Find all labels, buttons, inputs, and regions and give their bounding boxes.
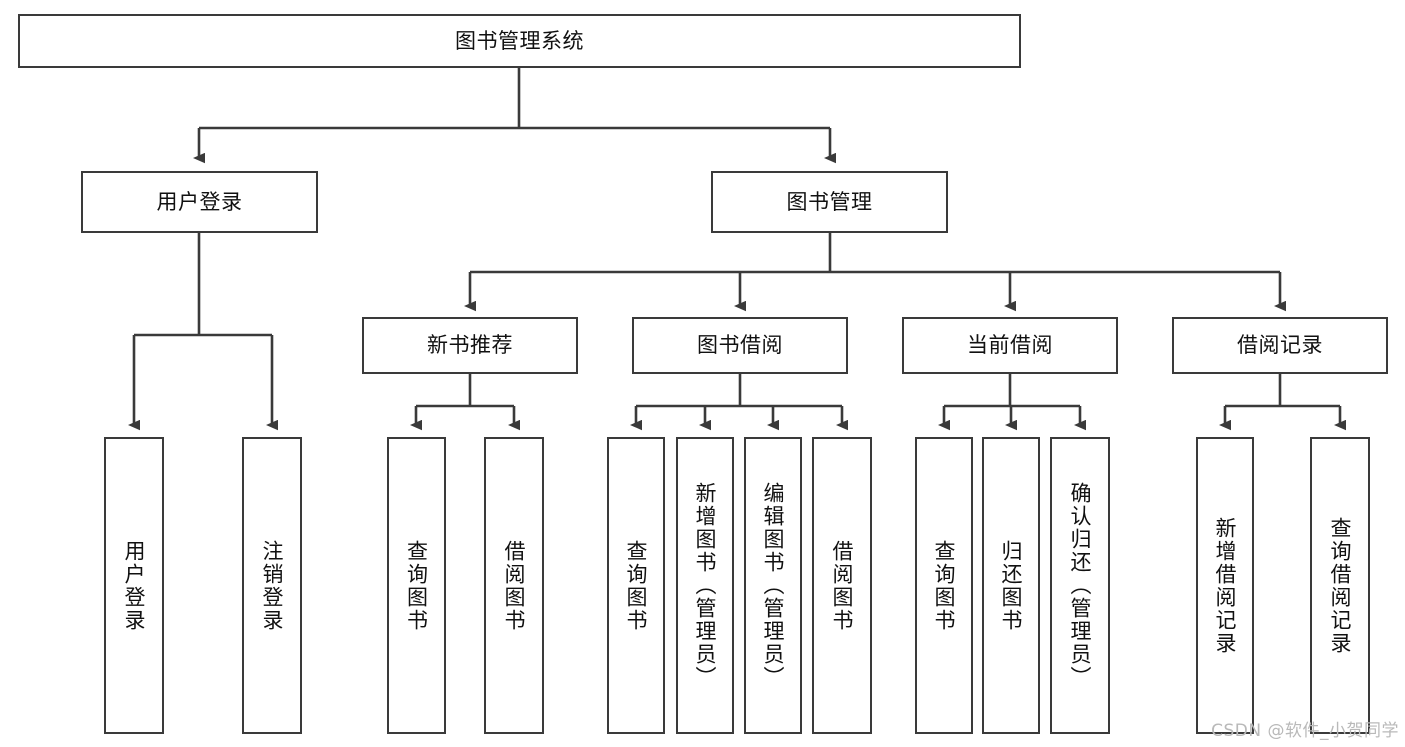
node-leaf-add-record[interactable]: 新增借阅记录 (1196, 437, 1254, 734)
node-new-book-recommend[interactable]: 新书推荐 (362, 317, 578, 374)
node-book-manage[interactable]: 图书管理 (711, 171, 948, 233)
node-root-label: 图书管理系统 (455, 28, 584, 53)
node-leaf-user-login[interactable]: 用户登录 (104, 437, 164, 734)
node-user-login[interactable]: 用户登录 (81, 171, 318, 233)
node-book-borrow-label: 图书借阅 (697, 333, 783, 358)
node-leaf-confirm-return[interactable]: 确认归还（管理员） (1050, 437, 1110, 734)
node-leaf-add-book-label: 新增图书（管理员） (693, 482, 718, 689)
node-user-login-label: 用户登录 (156, 189, 243, 214)
node-leaf-edit-book[interactable]: 编辑图书（管理员） (744, 437, 802, 734)
node-root[interactable]: 图书管理系统 (18, 14, 1021, 68)
node-leaf-return-book[interactable]: 归还图书 (982, 437, 1040, 734)
node-current-borrow[interactable]: 当前借阅 (902, 317, 1118, 374)
node-leaf-query-record[interactable]: 查询借阅记录 (1310, 437, 1370, 734)
node-leaf-query-book-2-label: 查询图书 (624, 539, 649, 632)
node-leaf-query-book-1-label: 查询图书 (404, 539, 429, 632)
node-leaf-borrow-book-2-label: 借阅图书 (830, 539, 855, 632)
node-leaf-query-book-3[interactable]: 查询图书 (915, 437, 973, 734)
node-leaf-user-logout-label: 注销登录 (260, 539, 285, 632)
node-borrow-record[interactable]: 借阅记录 (1172, 317, 1388, 374)
node-leaf-edit-book-label: 编辑图书（管理员） (761, 482, 786, 689)
node-leaf-borrow-book-2[interactable]: 借阅图书 (812, 437, 872, 734)
node-leaf-confirm-return-label: 确认归还（管理员） (1068, 482, 1093, 689)
node-book-borrow[interactable]: 图书借阅 (632, 317, 848, 374)
node-leaf-add-record-label: 新增借阅记录 (1213, 516, 1238, 655)
node-leaf-add-book[interactable]: 新增图书（管理员） (676, 437, 734, 734)
node-leaf-query-book-2[interactable]: 查询图书 (607, 437, 665, 734)
node-leaf-return-book-label: 归还图书 (999, 539, 1024, 632)
node-new-book-recommend-label: 新书推荐 (427, 333, 513, 358)
node-leaf-user-login-label: 用户登录 (122, 539, 147, 632)
node-leaf-user-logout[interactable]: 注销登录 (242, 437, 302, 734)
node-current-borrow-label: 当前借阅 (967, 333, 1053, 358)
node-leaf-borrow-book-1-label: 借阅图书 (502, 539, 527, 632)
node-leaf-query-record-label: 查询借阅记录 (1328, 516, 1353, 655)
node-book-manage-label: 图书管理 (786, 189, 873, 214)
node-leaf-borrow-book-1[interactable]: 借阅图书 (484, 437, 544, 734)
node-leaf-query-book-1[interactable]: 查询图书 (387, 437, 446, 734)
node-borrow-record-label: 借阅记录 (1237, 333, 1323, 358)
watermark-text: CSDN @软件_小贺同学 (1211, 721, 1399, 741)
node-leaf-query-book-3-label: 查询图书 (932, 539, 957, 632)
